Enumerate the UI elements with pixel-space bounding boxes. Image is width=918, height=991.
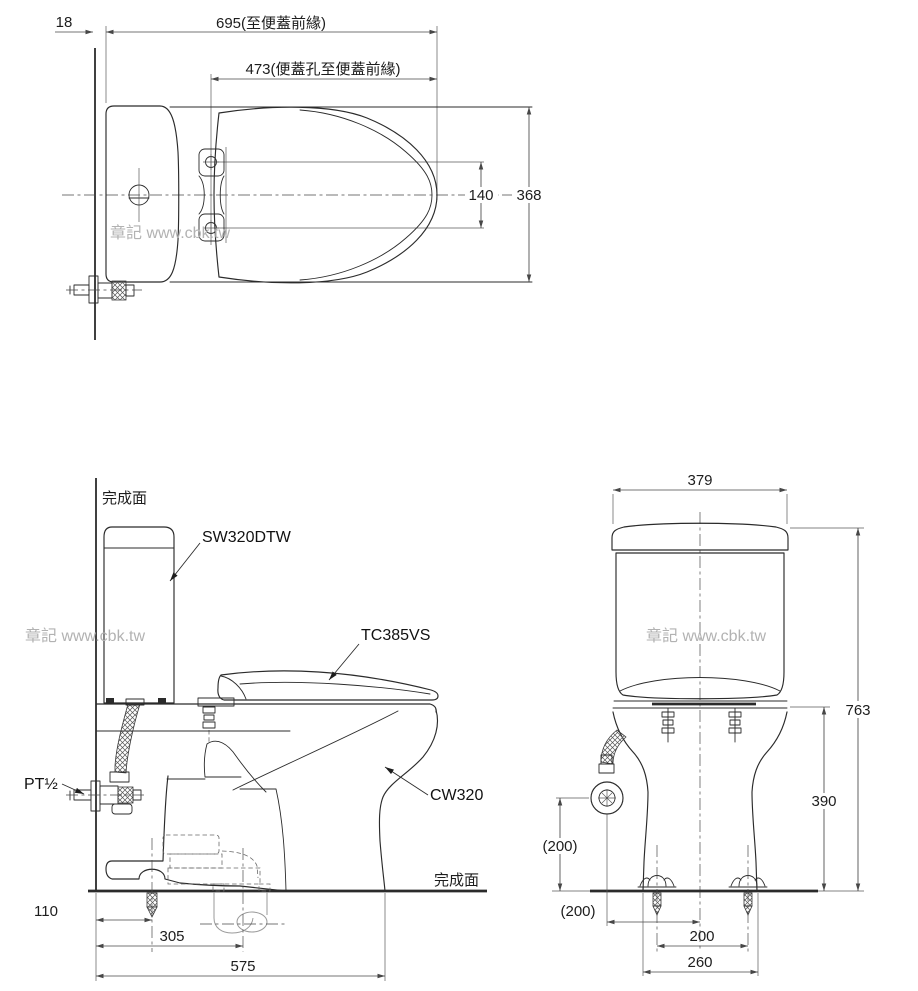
dim-18-label: 18 [56, 14, 73, 31]
dim-473-label: 473(便蓋孔至便蓋前緣) [245, 61, 400, 78]
top-dimensions: 18 695(至便蓋前緣) 473(便蓋孔至便蓋前緣) 140 368 [55, 14, 546, 282]
watermark-top: 章記 www.cbk.tw [110, 224, 230, 242]
tank-lid-front [611, 522, 789, 551]
tank-bolt-left [661, 707, 675, 743]
dim-575-label: 575 [230, 958, 255, 975]
side-dimensions: 110 305 575 [34, 893, 386, 981]
seat-cover-inner-edge [299, 109, 433, 281]
flush-passage [203, 740, 267, 793]
dim-260-label: 260 [687, 954, 712, 971]
bowl-side-outline [105, 709, 439, 892]
tank-bolt-right [728, 707, 742, 743]
tank-side-outline [103, 526, 175, 704]
supply-hose-side [109, 698, 145, 783]
side-view: 完成面 完成面 [24, 478, 487, 981]
rim-top-line [95, 703, 437, 713]
tank-plan-outline [105, 105, 180, 283]
front-view: 379 763 390 (200) (200) 200 260 章記 www.c… [539, 472, 875, 976]
bowl-front-right [751, 711, 788, 892]
seat-cover-outline [213, 106, 438, 284]
dim-200h-label: (200) [560, 903, 595, 920]
front-dimensions: 379 763 390 (200) (200) 200 260 [539, 472, 875, 976]
tank-model-label: SW320DTW [202, 529, 292, 546]
seat-side [197, 670, 439, 744]
floor-bolt-cap-right [728, 845, 768, 952]
dim-763-label: 763 [845, 702, 870, 719]
top-view: 18 695(至便蓋前緣) 473(便蓋孔至便蓋前緣) 140 368 [55, 14, 546, 340]
bowl-model-label: CW320 [430, 787, 483, 804]
supply-leader [61, 783, 85, 795]
seat-model-label: TC385VS [361, 627, 430, 644]
stop-valve-side [66, 780, 146, 815]
tank-front-outline [615, 552, 785, 700]
dim-200v-label: (200) [542, 838, 577, 855]
dim-390-label: 390 [811, 793, 836, 810]
dim-305-label: 305 [159, 928, 184, 945]
seat-leader [328, 643, 360, 681]
watermark-front: 章記 www.cbk.tw [646, 627, 766, 645]
dim-200-label: 200 [689, 928, 714, 945]
dim-140-label: 140 [468, 187, 493, 204]
bowl-leader [384, 766, 429, 796]
tank-leader [169, 542, 201, 582]
dim-368-label: 368 [516, 187, 541, 204]
hidden-trapway [151, 834, 286, 952]
supply-valve-plan [66, 275, 142, 304]
bowl-front-face [378, 709, 439, 892]
supply-valve-front [590, 729, 627, 815]
floor-bolt-side [146, 892, 158, 918]
floor-finish-label: 完成面 [434, 872, 479, 889]
watermark-side: 章記 www.cbk.tw [25, 627, 145, 645]
supply-size-label: PT½ [24, 776, 58, 793]
dim-695-label: 695(至便蓋前緣) [216, 15, 326, 32]
floor-bolt-cap-left [637, 845, 677, 952]
dim-110-label: 110 [34, 903, 58, 920]
dim-379-label: 379 [687, 472, 712, 489]
bowl-inner-front [232, 710, 399, 791]
wall-finish-label: 完成面 [102, 490, 147, 507]
seat-hinge-bracket [198, 147, 227, 243]
